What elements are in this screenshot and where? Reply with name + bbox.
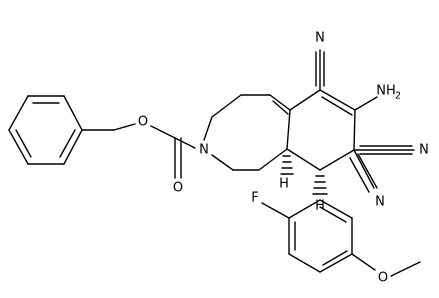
carbocycle xyxy=(286,89,356,171)
stereo-h-hash-right xyxy=(312,175,328,195)
stereo-h-hash xyxy=(280,155,294,175)
atom-amino-subscript: 2 xyxy=(395,91,401,102)
atom-ring-n: N xyxy=(199,143,209,158)
nitrile-top xyxy=(315,49,325,91)
fluoro-bond xyxy=(261,202,290,219)
carbamate-chain xyxy=(81,123,196,179)
atom-amino: NH xyxy=(376,84,396,99)
aryl-ring xyxy=(288,199,353,273)
atom-n-cyano-lower: N xyxy=(375,195,385,210)
saturated-ring xyxy=(203,94,291,171)
atom-carbonyl-o: O xyxy=(173,181,183,196)
atom-methoxy-o: O xyxy=(378,271,388,286)
atom-fluorine: F xyxy=(251,191,258,206)
atom-n-cyano-top: N xyxy=(315,31,325,46)
nitrile-right xyxy=(353,145,415,155)
atom-n-cyano-right: N xyxy=(419,143,429,158)
atom-stereo-h: H xyxy=(279,177,289,192)
methoxy-chain xyxy=(351,253,421,277)
atom-ester-o: O xyxy=(138,115,148,130)
nitrile-lower xyxy=(349,149,378,193)
benzyl-ring xyxy=(8,95,83,165)
atom-stereo-h-right: H xyxy=(315,199,325,214)
amino-bond xyxy=(354,96,378,111)
